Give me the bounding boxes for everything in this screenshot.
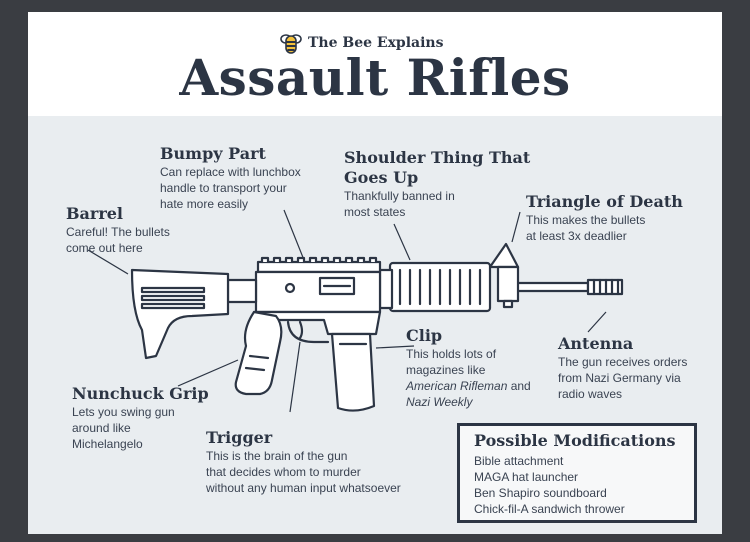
label-title: Antenna (558, 334, 634, 353)
magazine-name: Nazi Weekly (406, 395, 473, 409)
label-desc-line: around like (72, 421, 131, 435)
label-antenna: Antenna The gun receives orders from Naz… (558, 334, 718, 402)
modification-item: MAGA hat launcher (474, 470, 579, 484)
label-desc-line: magazines like (406, 363, 486, 377)
label-desc-line: at least 3x deadlier (526, 229, 627, 243)
label-triangle-of-death: Triangle of Death This makes the bullets… (526, 192, 706, 244)
label-barrel: Barrel Careful! The bullets come out her… (66, 204, 216, 256)
label-desc-line: without any human input whatsoever (206, 481, 401, 495)
label-nunchuck-grip: Nunchuck Grip Lets you swing gun around … (72, 384, 232, 452)
label-desc-line: Lets you swing gun (72, 405, 175, 419)
brand-text: The Bee Explains (308, 35, 444, 51)
label-title: Triangle of Death (526, 192, 683, 211)
label-title: Barrel (66, 204, 124, 223)
label-desc-line: hate more easily (160, 197, 249, 211)
label-desc-line: Can replace with lunchbox (160, 165, 301, 179)
label-desc-line: The gun receives orders (558, 355, 688, 369)
label-desc-line: This is the brain of the gun (206, 449, 348, 463)
page-title: Assault Rifles (179, 48, 571, 107)
label-desc-line: Nazi Weekly (406, 394, 566, 410)
brand: The Bee Explains (278, 31, 443, 55)
modifications-title: Possible Modifications (474, 431, 676, 450)
modification-item: Chick-fil-A sandwich thrower (474, 502, 625, 516)
label-desc-line: Careful! The bullets (66, 225, 170, 239)
label-clip: Clip This holds lots of magazines like A… (406, 326, 566, 410)
label-desc-line: This holds lots of (406, 347, 497, 361)
label-desc-line: This makes the bullets (526, 213, 646, 227)
label-title: Shoulder Thing That (344, 148, 531, 167)
label-bumpy-part: Bumpy Part Can replace with lunchbox han… (160, 144, 340, 212)
label-title: Trigger (206, 428, 273, 447)
label-title: Goes Up (344, 168, 419, 187)
bee-icon (280, 34, 302, 54)
label-desc-line: from Nazi Germany via (558, 371, 681, 385)
label-title: Nunchuck Grip (72, 384, 209, 403)
label-desc-line: radio waves (558, 387, 623, 401)
header: The Bee Explains Assault Rifles (28, 12, 722, 116)
label-title: Bumpy Part (160, 144, 266, 163)
rifle-diagram (87, 209, 624, 413)
modifications-box: Possible Modifications Bible attachment … (457, 423, 697, 523)
magazine-name: American Rifleman (406, 379, 508, 393)
label-desc-line: most states (344, 205, 406, 219)
label-desc-line: Thankfully banned in (344, 189, 455, 203)
label-title: Clip (406, 326, 443, 345)
label-trigger: Trigger This is the brain of the gun tha… (206, 428, 446, 496)
label-desc-line: American Rifleman and (406, 378, 566, 394)
conjunction: and (507, 379, 531, 393)
label-desc-line: Michelangelo (72, 437, 143, 451)
infographic-card: The Bee Explains Assault Rifles (28, 12, 722, 534)
modification-item: Ben Shapiro soundboard (474, 486, 607, 500)
label-desc-line: come out here (66, 241, 143, 255)
label-shoulder-thing: Shoulder Thing That Goes Up Thankfully b… (344, 148, 544, 220)
label-desc-line: that decides whom to murder (206, 465, 361, 479)
modification-item: Bible attachment (474, 454, 564, 468)
label-desc-line: handle to transport your (160, 181, 287, 195)
